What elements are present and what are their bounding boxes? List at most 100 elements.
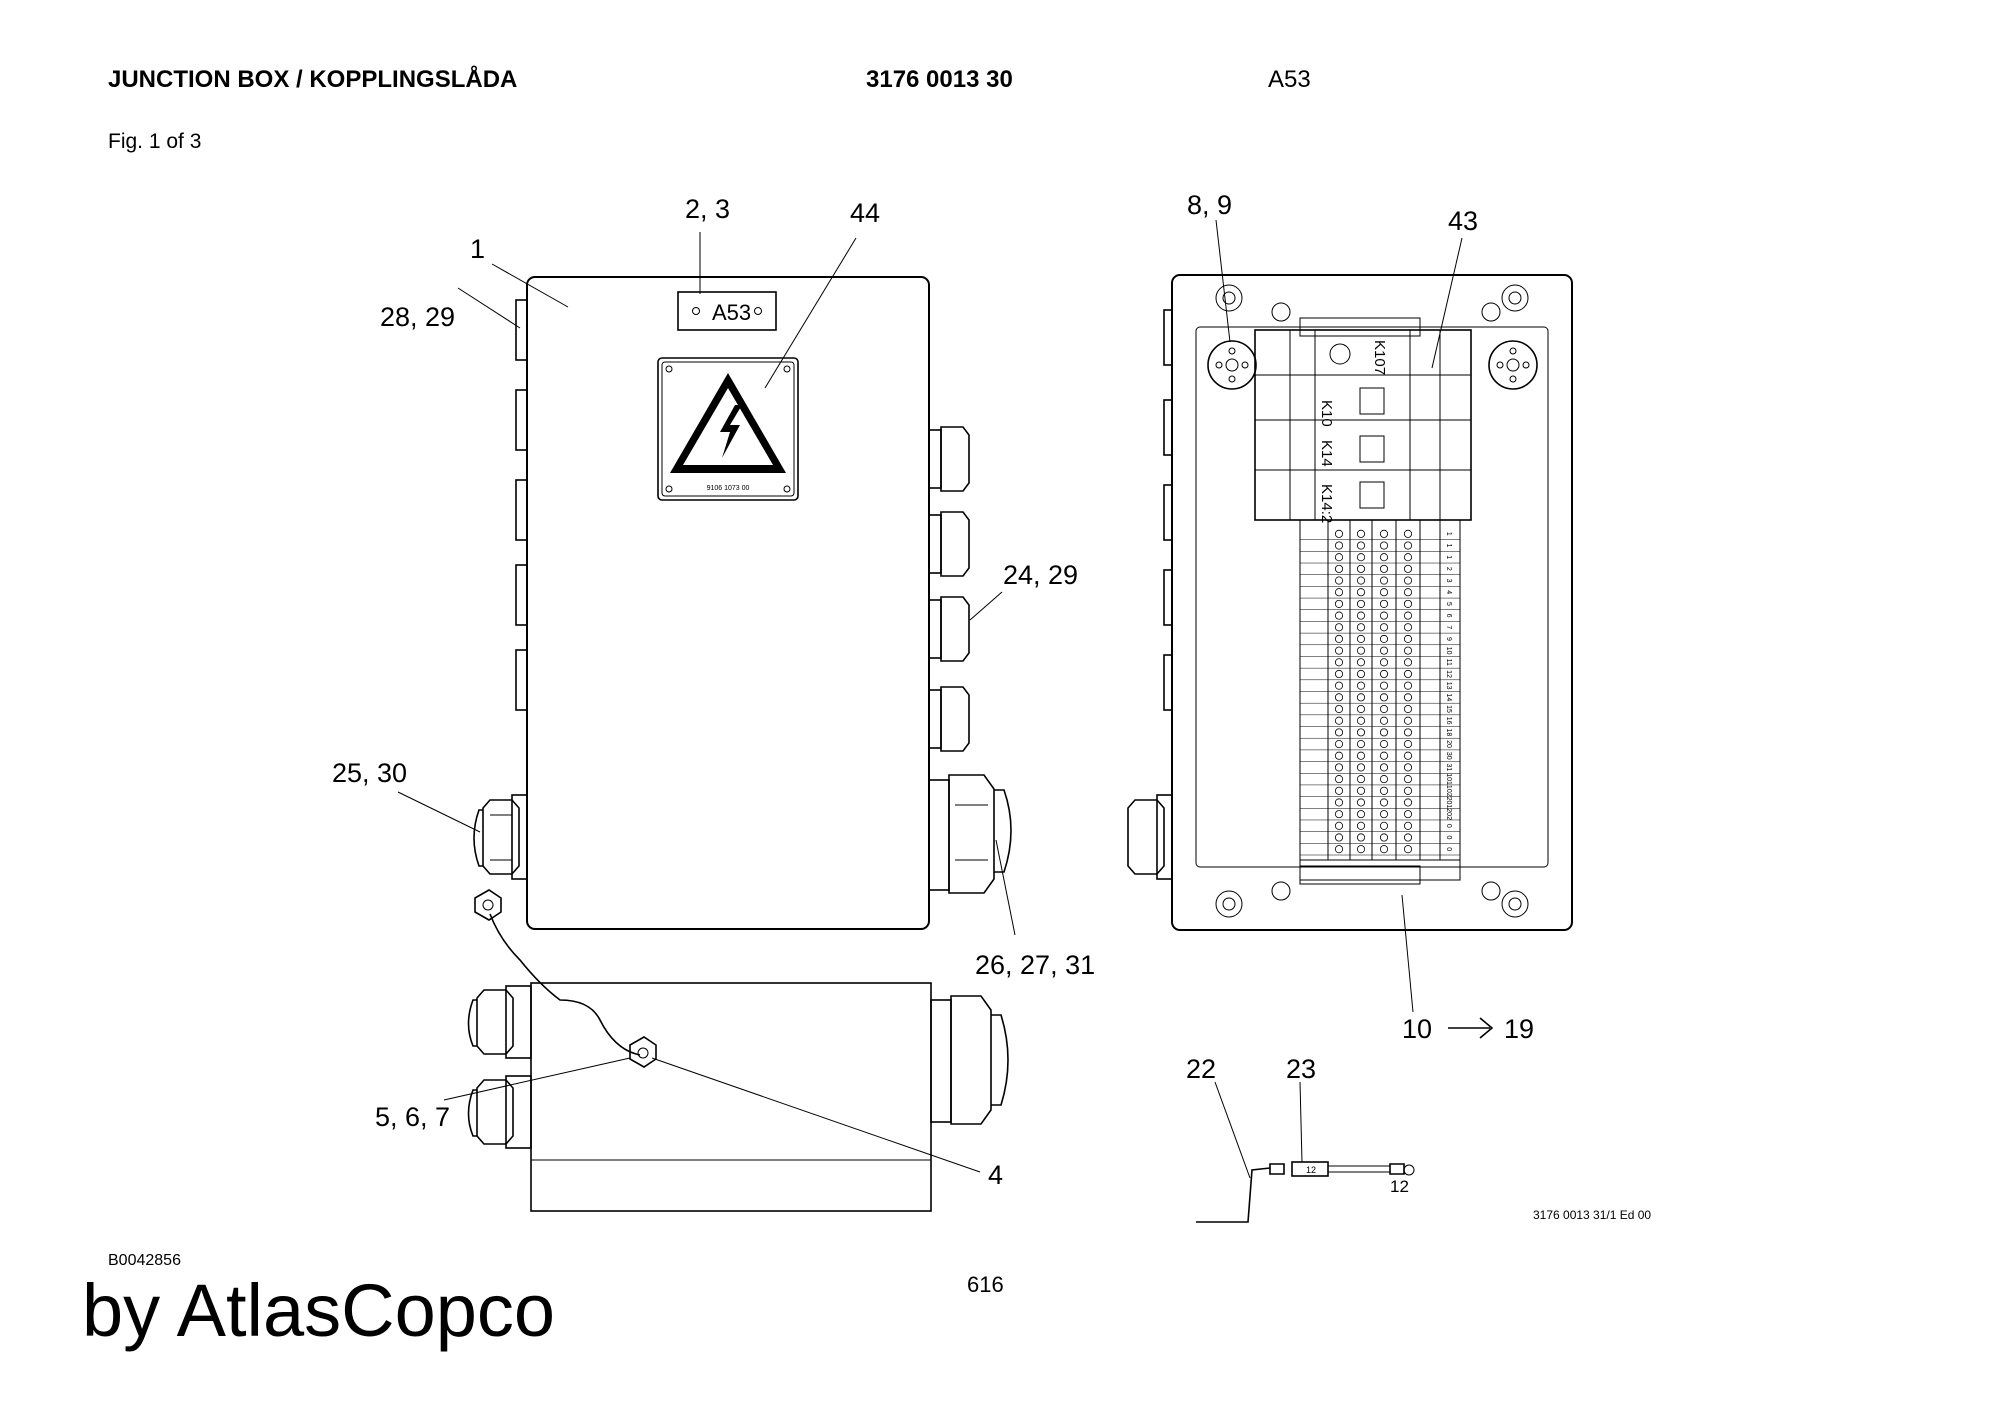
terminal-screw xyxy=(1334,611,1344,620)
electrical-hazard-icon xyxy=(670,373,786,473)
terminal-screw xyxy=(1403,658,1413,667)
terminal-number: 9 xyxy=(1445,637,1452,641)
terminal-screw xyxy=(1334,541,1344,550)
terminal-screw xyxy=(1334,763,1344,772)
terminal-row: 102 xyxy=(1300,785,1460,797)
terminal-number: 201 xyxy=(1445,797,1452,809)
terminal-number: 11 xyxy=(1445,659,1452,666)
terminal-screw xyxy=(1403,775,1413,784)
terminal-row: 7 xyxy=(1300,623,1460,634)
terminal-screw xyxy=(1379,786,1389,795)
terminal-screw xyxy=(1334,576,1344,585)
terminal-screw xyxy=(1356,611,1366,620)
terminal-screw xyxy=(1403,740,1413,749)
relay-label-k10: K10 xyxy=(1318,400,1335,427)
callout-labels: 1 2, 3 44 28, 29 24, 29 25, 30 26, 27, 3… xyxy=(332,190,1534,1196)
terminal-screw xyxy=(1379,775,1389,784)
terminal-number: 3 xyxy=(1445,579,1452,583)
terminal-number: 0 xyxy=(1445,836,1452,840)
callout-25-30: 25, 30 xyxy=(332,758,407,788)
terminal-screw xyxy=(1403,845,1413,854)
callout-5-6-7: 5, 6, 7 xyxy=(375,1102,450,1132)
terminal-row: 20 xyxy=(1300,740,1460,751)
terminal-screw xyxy=(1334,728,1344,737)
relay-label-k14: K14 xyxy=(1318,440,1335,467)
terminal-row: 3 xyxy=(1300,576,1460,587)
terminal-screw xyxy=(1334,646,1344,655)
terminal-screw xyxy=(1356,623,1366,632)
terminal-screw xyxy=(1356,798,1366,807)
terminal-number: 18 xyxy=(1445,728,1452,736)
terminal-screw xyxy=(1356,845,1366,854)
terminal-number: 5 xyxy=(1445,602,1452,606)
terminal-screw xyxy=(1356,716,1366,725)
terminal-number: 6 xyxy=(1445,614,1452,618)
terminal-screw xyxy=(1356,821,1366,830)
terminal-screw xyxy=(1334,693,1344,702)
terminal-screw xyxy=(1379,623,1389,632)
terminal-screw xyxy=(1334,634,1344,643)
callout-10: 10 xyxy=(1402,1014,1432,1044)
terminal-number: 31 xyxy=(1445,764,1452,772)
callout-8-9: 8, 9 xyxy=(1187,190,1232,220)
wire-marker: 12 xyxy=(1306,1165,1316,1175)
terminal-screw xyxy=(1379,529,1389,538)
terminal-screw xyxy=(1334,529,1344,538)
terminal-number: 0 xyxy=(1445,824,1452,828)
page-number: 616 xyxy=(967,1272,1004,1297)
nameplate-text: A53 xyxy=(712,300,751,325)
terminal-number: 202 xyxy=(1445,808,1452,820)
terminal-row: 14 xyxy=(1300,693,1460,704)
terminal-screw xyxy=(1334,798,1344,807)
terminal-screw xyxy=(1334,564,1344,573)
document-code: B0042856 xyxy=(108,1252,181,1269)
terminal-screw xyxy=(1334,740,1344,749)
terminal-screw xyxy=(1356,541,1366,550)
terminal-screw xyxy=(1403,786,1413,795)
terminal-screw xyxy=(1379,751,1389,760)
callout-23: 23 xyxy=(1286,1054,1316,1084)
terminal-screw xyxy=(1356,599,1366,608)
terminal-screw xyxy=(1379,821,1389,830)
callout-12: 12 xyxy=(1390,1177,1409,1196)
terminal-screw xyxy=(1334,821,1344,830)
terminal-screw xyxy=(1356,576,1366,585)
terminal-screw xyxy=(1403,588,1413,597)
terminal-screw xyxy=(1356,810,1366,819)
terminal-number: 1 xyxy=(1445,532,1452,536)
terminal-screw xyxy=(1356,740,1366,749)
terminal-screw xyxy=(1403,634,1413,643)
terminal-screw xyxy=(1356,658,1366,667)
brand-watermark: by AtlasCopco xyxy=(82,1269,556,1352)
terminal-number: 7 xyxy=(1445,625,1452,629)
terminal-screw xyxy=(1403,599,1413,608)
terminal-row: 11 xyxy=(1300,658,1460,669)
terminal-screw xyxy=(1403,821,1413,830)
terminal-screw xyxy=(1403,798,1413,807)
terminal-screw xyxy=(1403,646,1413,655)
terminal-screw xyxy=(1379,564,1389,573)
terminal-screw xyxy=(1403,751,1413,760)
terminal-row: 0 xyxy=(1300,821,1460,832)
terminal-number: 20 xyxy=(1445,740,1452,748)
terminal-screw xyxy=(1356,646,1366,655)
terminal-row: 0 xyxy=(1300,845,1460,856)
terminal-row: 18 xyxy=(1300,728,1460,739)
terminal-screw xyxy=(1334,623,1344,632)
terminal-screw xyxy=(1334,751,1344,760)
terminal-screw xyxy=(1379,798,1389,807)
terminal-row: 202 xyxy=(1300,808,1460,821)
terminal-screw xyxy=(1334,845,1344,854)
terminal-screw xyxy=(1356,669,1366,679)
terminal-row: 101 xyxy=(1300,773,1460,786)
terminal-screw xyxy=(1403,833,1413,842)
terminal-screw xyxy=(1356,529,1366,538)
terminal-screw xyxy=(1334,786,1344,795)
terminal-number: 101 xyxy=(1445,773,1452,785)
callout-4: 4 xyxy=(988,1160,1003,1190)
terminal-screw xyxy=(1403,529,1413,538)
terminal-screw xyxy=(1356,763,1366,772)
terminal-row: 13 xyxy=(1300,681,1460,692)
terminal-number: 16 xyxy=(1445,717,1452,725)
terminal-screw xyxy=(1334,833,1344,842)
